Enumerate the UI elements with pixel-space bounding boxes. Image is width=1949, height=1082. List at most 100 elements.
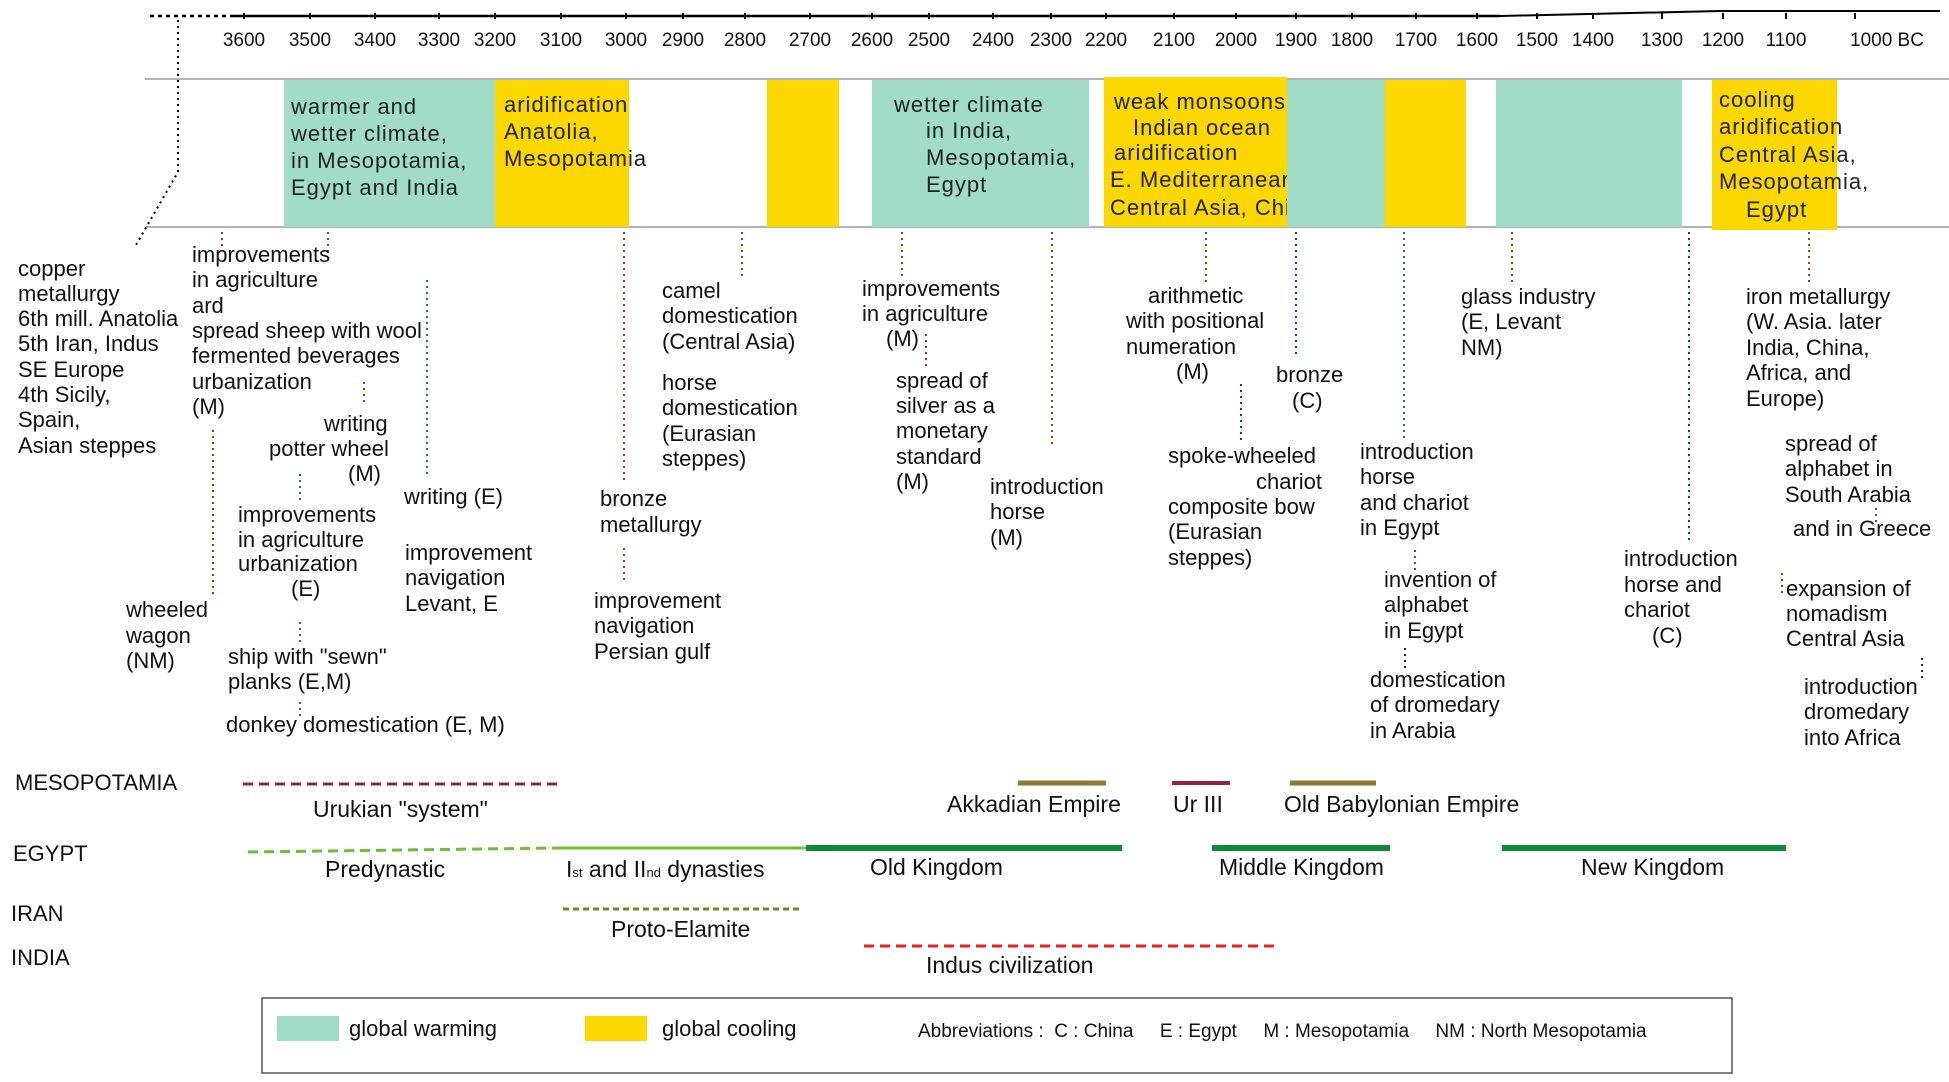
climate-bar: [1496, 80, 1682, 227]
climate-label: weak monsoons Indian ocean aridification…: [1110, 89, 1317, 220]
climate-period: cooling aridification Central Asia, Meso…: [1712, 80, 1876, 230]
event-label: invention of alphabet in Egypt: [1384, 567, 1503, 643]
climate-period: [767, 80, 839, 227]
period-label-urukian: Urukian "system": [313, 796, 488, 822]
climate-bar: [1287, 80, 1385, 227]
region-india: INDIA: [11, 945, 70, 970]
event-label: bronze metallurgy: [600, 486, 701, 537]
event-label: improvements in agriculture urbanization…: [238, 502, 382, 601]
region-labels: MESOPOTAMIA EGYPT IRAN INDIA: [11, 770, 177, 970]
axis-year-label: 1500: [1516, 30, 1558, 51]
axis-year-label: 3600: [223, 30, 265, 51]
axis-year-label: 2400: [972, 30, 1014, 51]
axis-year-label: 1100: [1766, 30, 1807, 51]
climate-period: [1287, 80, 1385, 227]
legend-abbreviations-group: Abbreviations : C : China E : Egypt M : …: [918, 1021, 1647, 1042]
climate-period: [1385, 80, 1466, 227]
climate-label: wetter climate in India, Mesopotamia, Eg…: [893, 92, 1083, 197]
event-label: writing potter wheel (M): [269, 411, 395, 486]
climate-period: weak monsoons Indian ocean aridification…: [1104, 77, 1317, 227]
axis-year-label: 1000 BC: [1850, 30, 1924, 51]
climate-label: cooling aridification Central Asia, Meso…: [1719, 87, 1876, 222]
climate-label: warmer and wetter climate, in Mesopotami…: [290, 94, 475, 200]
climate-bar: [284, 80, 495, 227]
event-label: camel domestication (Central Asia): [662, 278, 804, 354]
legend-swatch-cooling: [585, 1016, 647, 1041]
event-label: improvement navigation Levant, E: [405, 540, 538, 616]
axis-year-label: 3300: [418, 30, 460, 51]
climate-bar: [1104, 77, 1287, 227]
legend-box: [261, 997, 1733, 1074]
period-label-dynasties: Ist and IInd dynasties: [566, 856, 764, 882]
event-label: ship with "sewn" planks (E,M): [228, 644, 393, 694]
event-label: introduction horse and chariot in Egypt: [1360, 439, 1480, 540]
climate-bar: [495, 80, 629, 227]
climate-period: warmer and wetter climate, in Mesopotami…: [284, 80, 495, 227]
climate-period: aridification Anatolia, Mesopotamia: [495, 80, 646, 227]
climate-bar: [1712, 80, 1837, 230]
climate-bar: [872, 80, 1089, 227]
axis-year-label: 3100: [540, 30, 582, 51]
axis-year-label: 2100: [1153, 30, 1195, 51]
event-label: introduction horse and chariot (C): [1624, 546, 1744, 648]
region-egypt: EGYPT: [13, 841, 88, 866]
event-label: copper metallurgy 6th mill. Anatolia 5th…: [18, 256, 184, 458]
period-label-indus: Indus civilization: [926, 952, 1093, 978]
axis-year-label: 1300: [1641, 30, 1683, 51]
axis-year-label: 1900: [1275, 30, 1317, 51]
climate-bar: [767, 80, 839, 227]
event-label: improvements in agriculture ard spread s…: [192, 242, 428, 419]
period-labels: Urukian "system" Akkadian Empire Ur III …: [313, 791, 1724, 978]
legend-cooling-label: global cooling: [662, 1016, 797, 1041]
copper-leader: [135, 20, 179, 246]
legend: global warming global cooling Abbreviati…: [261, 997, 1733, 1074]
event-label: expansion of nomadism Central Asia: [1786, 576, 1917, 651]
axis-year-label: 2700: [789, 30, 831, 51]
event-connectors: [212, 232, 1923, 718]
period-label-akkadian: Akkadian Empire: [947, 791, 1121, 817]
axis-year-label: 2500: [908, 30, 950, 51]
event-label: introduction horse (M): [990, 474, 1110, 550]
climate-bar: [1385, 80, 1466, 227]
event-label: horse domestication (Eurasian steppes): [662, 370, 804, 471]
timeline-axis: [150, 10, 1940, 18]
event-label: iron metallurgy (W. Asia. later India, C…: [1746, 284, 1896, 411]
event-label: spoke-wheeled chariot composite bow (Eur…: [1168, 443, 1328, 570]
axis-year-label: 2900: [662, 30, 704, 51]
legend-warming-label: global warming: [349, 1016, 497, 1041]
period-bars: [243, 780, 1786, 948]
axis-year-label: 3400: [354, 30, 396, 51]
axis-year-label: 2800: [724, 30, 766, 51]
region-iran: IRAN: [11, 901, 64, 926]
event-label: and in Greece: [1793, 516, 1931, 541]
event-label: domestication of dromedary in Arabia: [1370, 667, 1512, 743]
axis-year-label: 2000: [1215, 30, 1257, 51]
axis-year-label: 2200: [1085, 30, 1127, 51]
climate-period: wetter climate in India, Mesopotamia, Eg…: [872, 80, 1089, 227]
axis-year-label: 1700: [1395, 30, 1437, 51]
legend-abbreviations: Abbreviations : C : China E : Egypt M : …: [918, 1021, 1647, 1042]
period-label-proto-elamite: Proto-Elamite: [611, 916, 750, 942]
period-label-predynastic: Predynastic: [325, 856, 445, 882]
axis-line-end: [1499, 10, 1940, 17]
period-label-old-kingdom: Old Kingdom: [870, 854, 1003, 880]
axis-year-label: 1200: [1702, 30, 1744, 51]
axis-year-label: 2300: [1030, 30, 1072, 51]
event-label: spread of silver as a monetary standard …: [896, 368, 1001, 494]
event-label: writing (E): [403, 484, 503, 509]
axis-year-label: 1600: [1456, 30, 1498, 51]
event-label: arithmetic with positional numeration (M…: [1125, 283, 1270, 384]
event-label: improvement navigation Persian gulf: [594, 588, 727, 664]
axis-year-label: 3500: [289, 30, 331, 51]
period-label-ur3: Ur III: [1173, 791, 1223, 817]
event-label: spread of alphabet in South Arabia: [1785, 431, 1912, 507]
axis-year-label: 1400: [1572, 30, 1614, 51]
period-label-babylonian: Old Babylonian Empire: [1284, 791, 1519, 817]
climate-period: [1496, 80, 1682, 227]
region-mesopotamia: MESOPOTAMIA: [15, 770, 177, 795]
events: copper metallurgy 6th mill. Anatolia 5th…: [18, 242, 1931, 750]
climate-band: warmer and wetter climate, in Mesopotami…: [284, 77, 1876, 230]
event-label: glass industry (E, Levant NM): [1461, 284, 1602, 360]
axis-year-label: 3200: [474, 30, 516, 51]
